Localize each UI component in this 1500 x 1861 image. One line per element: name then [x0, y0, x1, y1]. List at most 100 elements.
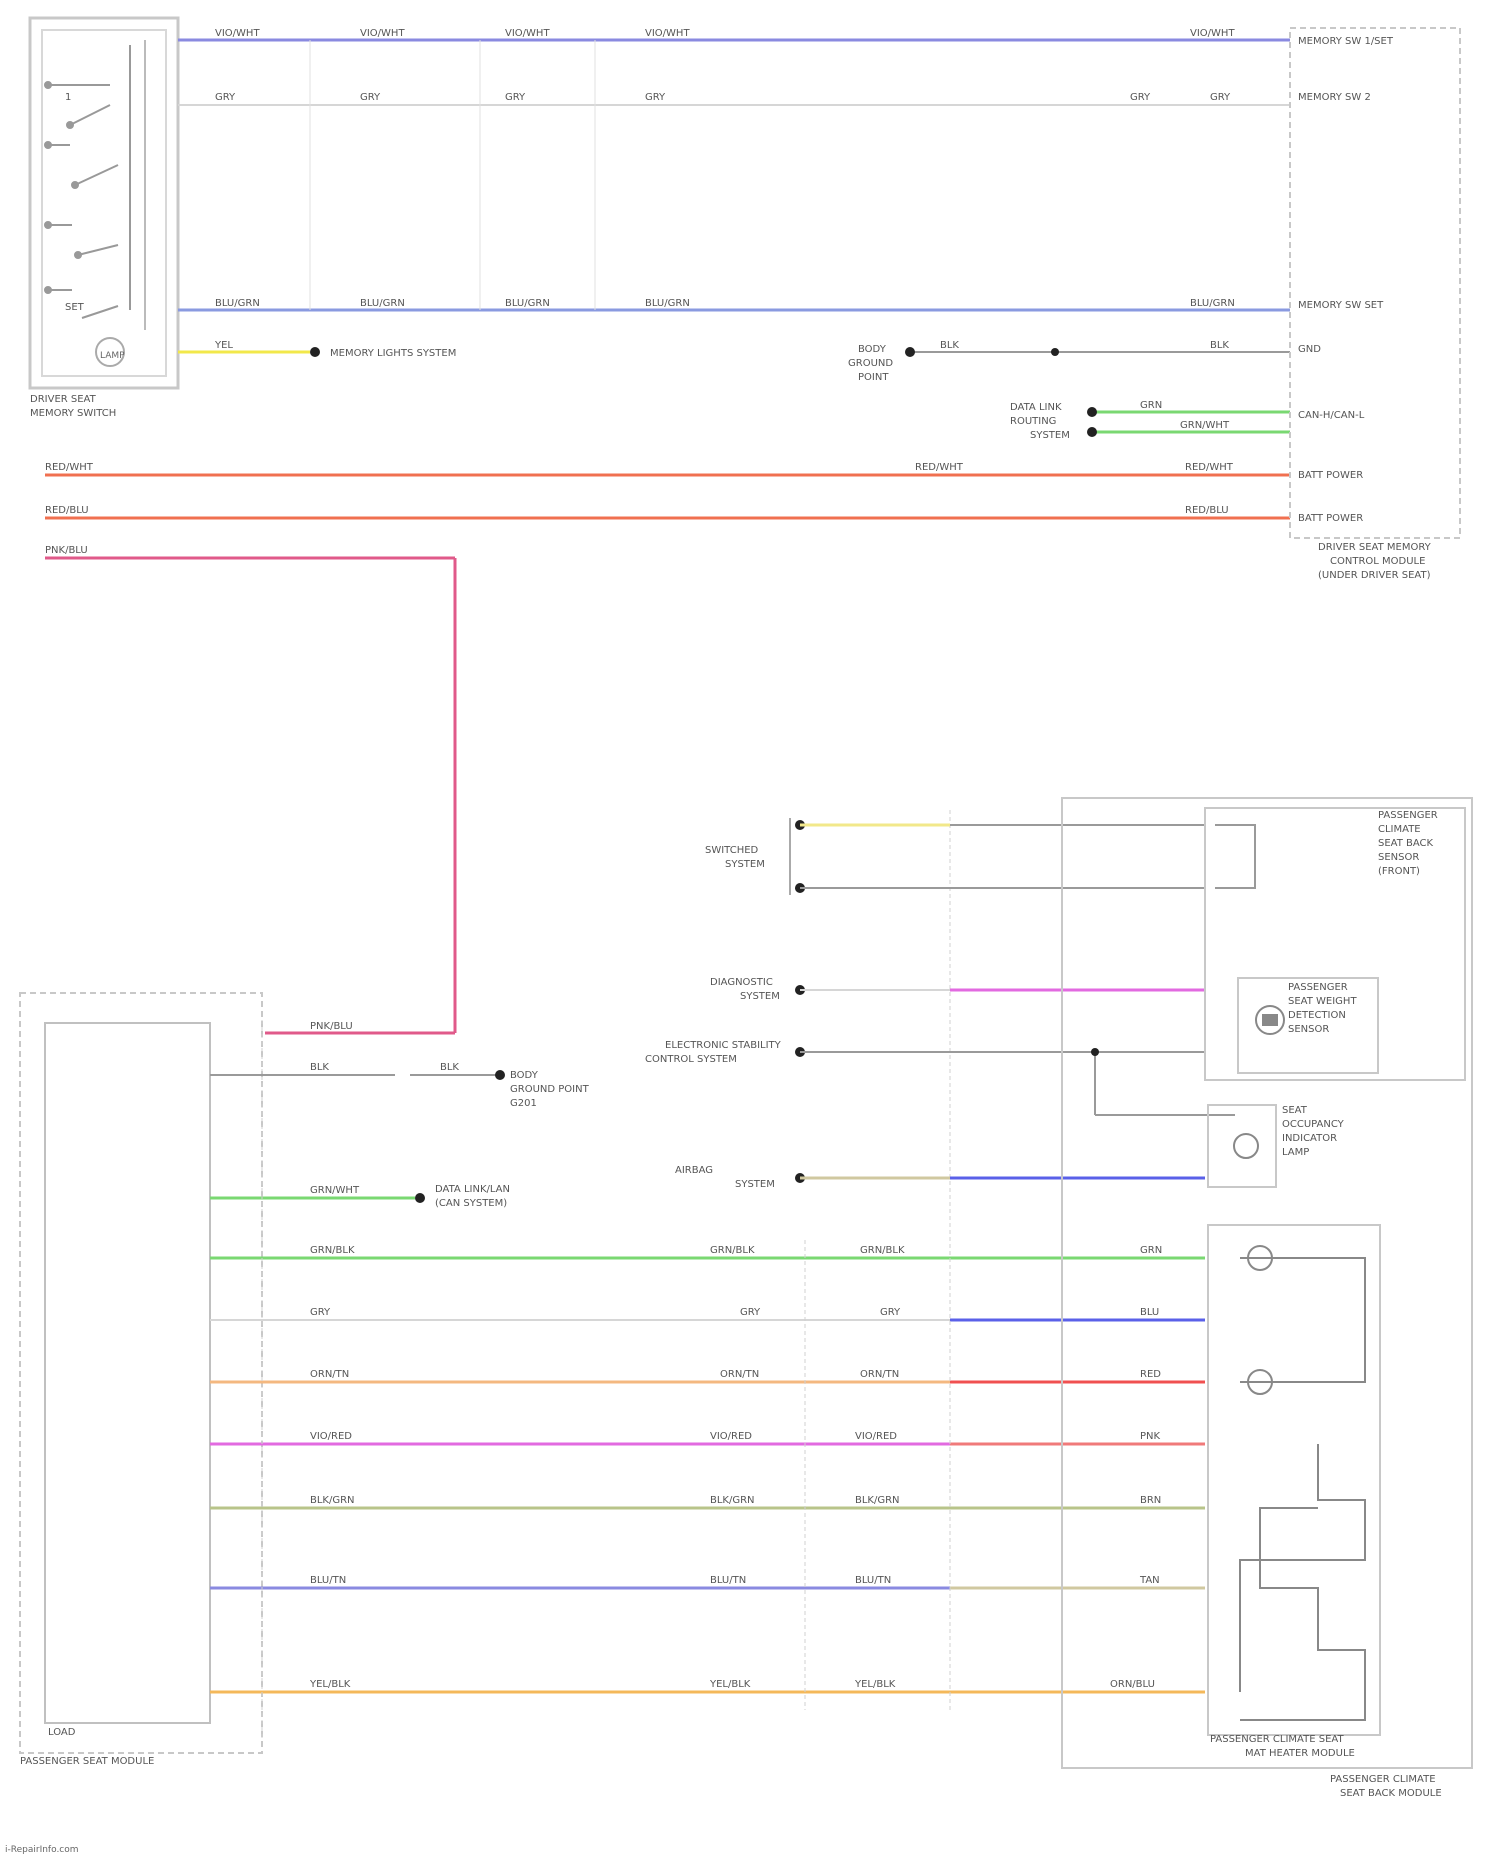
wire-code: RED/WHT [45, 462, 94, 473]
wire-end: MEMORY SW SET [1298, 300, 1384, 311]
wire-code: GRN [1140, 400, 1162, 411]
wire-code: GRY [740, 1307, 761, 1318]
wire-code: PNK/BLU [310, 1021, 353, 1032]
wire-code: BLU/GRN [360, 298, 405, 309]
wire-code: GRN/BLK [710, 1245, 755, 1256]
system-references: SWITCHED SYSTEM DIAGNOSTIC SYSTEM ELECTR… [645, 818, 1235, 1190]
wire-code: GRY [215, 92, 236, 103]
wire-code: YEL/BLK [854, 1679, 896, 1690]
wire-code: GRY [880, 1307, 901, 1318]
left-ref-1b: SYSTEM [725, 859, 765, 870]
wire-code: VIO/WHT [215, 28, 260, 39]
upper-label-5: (FRONT) [1378, 866, 1420, 877]
wire-code: RED [1140, 1369, 1161, 1380]
wire-code: BLU/GRN [645, 298, 690, 309]
wire-code: VIO/RED [310, 1431, 352, 1442]
wire-code: ORN/TN [310, 1369, 349, 1380]
wire-code: BLK [440, 1062, 459, 1073]
wire-code: BLU/TN [855, 1575, 891, 1586]
wire-end: MEMORY SW 2 [1298, 92, 1371, 103]
left-ref-4a: AIRBAG [675, 1165, 713, 1176]
wire-code: BLU/GRN [1190, 298, 1235, 309]
wire-code: GRY [1130, 92, 1151, 103]
wire-code: VIO/RED [855, 1431, 897, 1442]
upper-label-3: SEAT BACK [1378, 838, 1434, 849]
lamp-label-2: OCCUPANCY [1282, 1119, 1345, 1130]
wire-code: GRN/BLK [310, 1245, 355, 1256]
bottom-wires [210, 810, 1205, 1740]
top-wires [45, 40, 1290, 1033]
passenger-climate-module: PASSENGER CLIMATE SEAT BACK SENSOR (FRON… [1062, 798, 1472, 1799]
wire-code: PNK/BLU [45, 545, 88, 556]
can-ref-2: ROUTING [1010, 416, 1056, 427]
wire-code: BLK/GRN [855, 1495, 900, 1506]
wire-code: BLU/GRN [505, 298, 550, 309]
mat-module-2: MAT HEATER MODULE [1245, 1748, 1355, 1759]
weight-label-3: DETECTION [1288, 1010, 1346, 1021]
can-ref-1: DATA LINK [1010, 402, 1062, 413]
bottom-wire-codes: PNK/BLU BLK BLK BODY GROUND POINT G201 G… [309, 1021, 1162, 1690]
left-ref-4b: SYSTEM [735, 1179, 775, 1190]
wire-code: GRN/WHT [1180, 420, 1230, 431]
wire-code: GRY [360, 92, 381, 103]
wire-code: GRN [1140, 1245, 1162, 1256]
ground-ref-3: G201 [510, 1098, 537, 1109]
wire-end: BATT POWER [1298, 470, 1363, 481]
wire-code: ORN/TN [860, 1369, 899, 1380]
wire-code: YEL/BLK [309, 1679, 351, 1690]
left-ref-1a: SWITCHED [705, 845, 759, 856]
wire-code: YEL/BLK [709, 1679, 751, 1690]
lamp-label-3: INDICATOR [1282, 1133, 1337, 1144]
wire-code: VIO/RED [710, 1431, 752, 1442]
module-caption-1: DRIVER SEAT MEMORY [1318, 542, 1432, 553]
footer-text: i-RepairInfo.com [5, 1845, 79, 1855]
upper-label-4: SENSOR [1378, 852, 1419, 863]
wire-code: ORN/TN [720, 1369, 759, 1380]
top-wire-codes: VIO/WHT VIO/WHT VIO/WHT VIO/WHT VIO/WHT … [45, 28, 1394, 556]
switch-label-1: 1 [65, 92, 71, 103]
wire-code: BLK/GRN [310, 1495, 355, 1506]
wire-code: RED/WHT [915, 462, 964, 473]
wire-code: TAN [1139, 1575, 1160, 1586]
left-ref-2a: DIAGNOSTIC [710, 977, 773, 988]
wire-code: GRN/WHT [310, 1185, 360, 1196]
wire-code: BLU [1140, 1307, 1159, 1318]
wire-code: GRY [505, 92, 526, 103]
wire-code: BLK [310, 1062, 329, 1073]
wire-end: GND [1298, 344, 1321, 355]
module-caption-2: CONTROL MODULE [1330, 556, 1425, 567]
lamp-label: LAMP [100, 351, 125, 361]
wire-code: RED/BLU [45, 505, 89, 516]
outer-module-2: SEAT BACK MODULE [1340, 1788, 1442, 1799]
wire-code: ORN/BLU [1110, 1679, 1155, 1690]
wire-code: GRY [1210, 92, 1231, 103]
wire-code: BLK/GRN [710, 1495, 755, 1506]
weight-label-1: PASSENGER [1288, 982, 1348, 993]
wire-code: YEL [214, 340, 233, 351]
wire-code: BLK [1210, 340, 1229, 351]
left-ref-2b: SYSTEM [740, 991, 780, 1002]
top-ground-3: POINT [858, 372, 889, 383]
driver-switch-caption-1: DRIVER SEAT [30, 394, 97, 405]
wire-code: GRY [310, 1307, 331, 1318]
memory-lamp-ref: MEMORY LIGHTS SYSTEM [330, 348, 456, 359]
left-module-caption: PASSENGER SEAT MODULE [20, 1756, 154, 1767]
driver-switch-caption-2: MEMORY SWITCH [30, 408, 116, 419]
weight-label-2: SEAT WEIGHT [1288, 996, 1357, 1007]
wire-code: BRN [1140, 1495, 1161, 1506]
left-module-sub: LOAD [48, 1727, 76, 1738]
wire-code: RED/WHT [1185, 462, 1234, 473]
wire-code: RED/BLU [1185, 505, 1229, 516]
top-ground-1: BODY [858, 344, 887, 355]
ground-ref-2: GROUND POINT [510, 1084, 590, 1095]
driver-seat-memory-switch: 1 SET DRIVER SEAT MEMORY SWITCH LAMP [30, 18, 178, 419]
passenger-seat-module: LOAD PASSENGER SEAT MODULE [20, 993, 262, 1767]
wire-code: GRY [645, 92, 666, 103]
ground-ref-1: BODY [510, 1070, 539, 1081]
wire-code: BLU/TN [710, 1575, 746, 1586]
wire-end: BATT POWER [1298, 513, 1363, 524]
lamp-label-1: SEAT [1282, 1105, 1308, 1116]
wire-end: CAN-H/CAN-L [1298, 410, 1365, 421]
wire-code: VIO/WHT [360, 28, 405, 39]
